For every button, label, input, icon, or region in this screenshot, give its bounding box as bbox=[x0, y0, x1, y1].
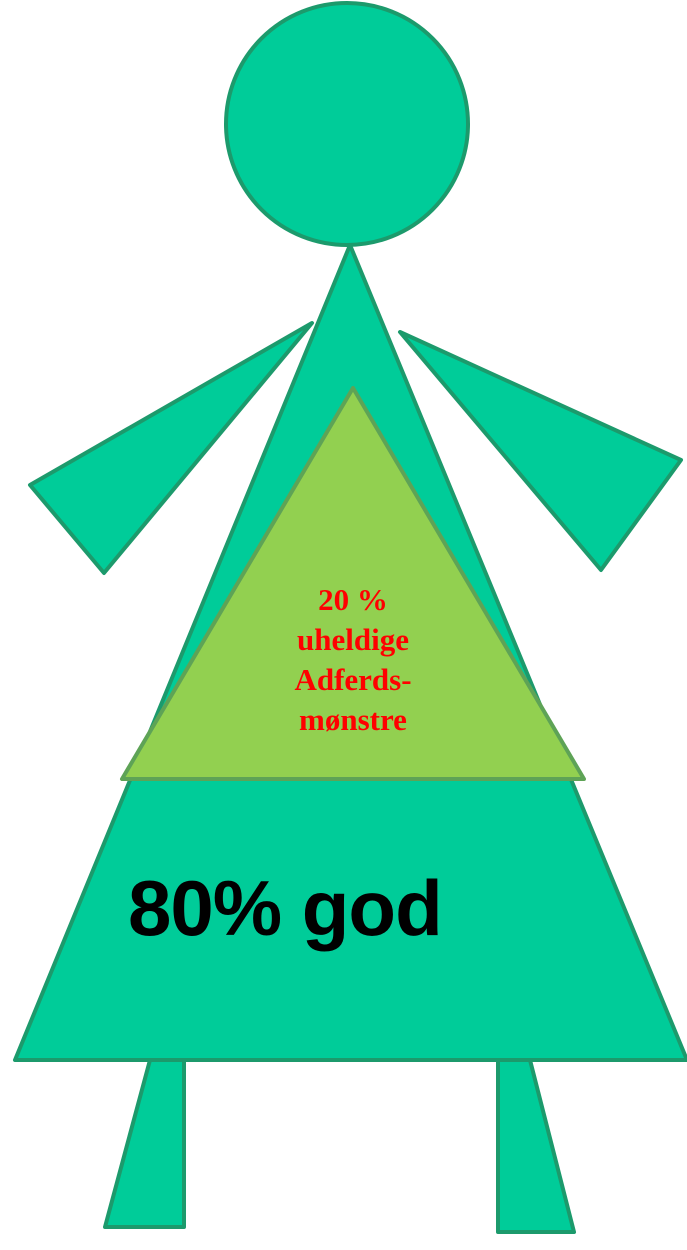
inner-triangle-label: 20 % uheldige Adferds- mønstre bbox=[253, 580, 453, 740]
outer-triangle-label: 80% god bbox=[128, 858, 488, 958]
inner-label-line-3: Adferds- bbox=[253, 660, 453, 700]
inner-label-line-1: 20 % bbox=[253, 580, 453, 620]
head-circle bbox=[226, 3, 468, 245]
left-leg bbox=[105, 1060, 184, 1227]
inner-label-line-2: uheldige bbox=[253, 620, 453, 660]
right-leg bbox=[498, 1060, 574, 1232]
inner-label-line-4: mønstre bbox=[253, 700, 453, 740]
